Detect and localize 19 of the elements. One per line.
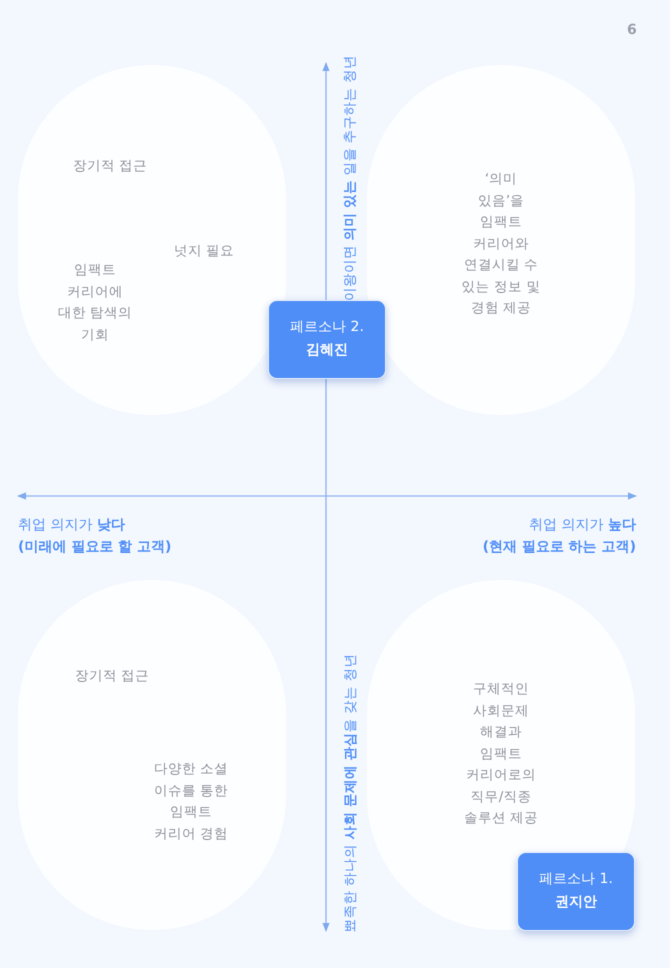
axis-label: 취업 의지가 낮다 — [18, 516, 125, 534]
panel-text: 넛지 필요 — [172, 242, 236, 261]
panel-text: ‘의미 있음’을 임팩트 커리어와 연결시킬 수 있는 정보 및 경험 제공 — [460, 170, 542, 318]
persona-label: 페르소나 1. — [538, 870, 614, 889]
panel-text: 구체적인 사회문제 해결과 임팩트 커리어로의 직무/직종 솔루션 제공 — [463, 680, 539, 828]
persona-card — [268, 300, 386, 379]
persona-label: 페르소나 2. — [289, 318, 365, 337]
axis-label: (미래에 필요로 할 고객) — [18, 538, 172, 556]
panel-text: 장기적 접근 — [74, 667, 150, 686]
axis-label: 이왕이면 의미 있는 일을 추구하는 청년 — [340, 55, 359, 301]
panel-text: 다양한 소셜 이슈를 통한 임팩트 커리어 경험 — [152, 760, 230, 844]
axis-label: 취업 의지가 높다 — [529, 516, 636, 534]
persona-name: 김혜진 — [305, 341, 349, 360]
persona-name: 권지안 — [554, 893, 598, 912]
axis-label: (현재 필요로 하는 고객) — [482, 538, 636, 556]
page-number: 6 — [627, 22, 637, 38]
panel-text: 임팩트 커리어에 대한 탐색의 기회 — [56, 261, 134, 344]
panel-text: 장기적 접근 — [72, 157, 148, 176]
axis-label: 뾰족한 하나의 사회 문제에 관심을 갖는 청년 — [340, 654, 359, 932]
